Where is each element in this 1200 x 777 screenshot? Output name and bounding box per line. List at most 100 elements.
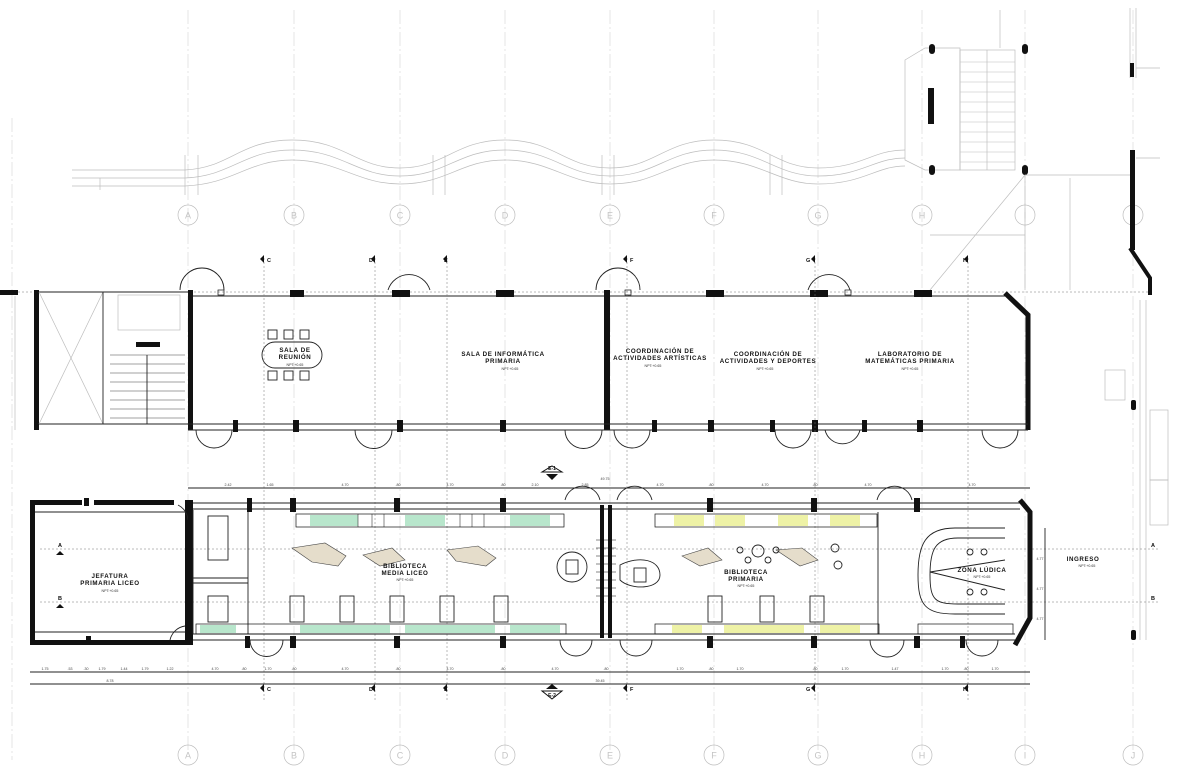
room-coord-deportes: COORDINACIÓN DE ACTIVIDADES Y DEPORTES N… xyxy=(720,350,817,371)
lower-block xyxy=(30,485,1033,658)
section-cuts-bottom: C D E F G H xyxy=(260,684,968,693)
level-marker: NPT:+0.65 xyxy=(102,589,119,593)
grid-bubble-f: F xyxy=(711,211,717,221)
room-label: ACTIVIDADES Y DEPORTES xyxy=(720,358,817,365)
dimension-text: 4.77 xyxy=(1037,617,1044,621)
dimension-text: .80 xyxy=(813,667,818,671)
room-label: JEFATURA xyxy=(92,573,129,580)
dimension-text: 1.70 xyxy=(737,667,744,671)
dimension-text: 1.44 xyxy=(121,667,128,671)
cut-label-a: A xyxy=(58,543,62,549)
room-label: ZONA LÚDICA xyxy=(958,567,1007,574)
right-context xyxy=(929,150,1169,640)
dimension-text: .80 xyxy=(604,667,609,671)
grid-bubble-a-bottom: A xyxy=(185,751,191,761)
dimension-text: 4.70 xyxy=(212,667,219,671)
room-label: PRIMARIA xyxy=(485,358,520,365)
dimension-text: 4.70 xyxy=(342,483,349,487)
grid-bubble-c: C xyxy=(397,211,404,221)
grid-bubble-j-bottom: J xyxy=(1131,751,1136,761)
cut-label-c: C xyxy=(267,258,271,264)
dimension-text: 1.70 xyxy=(942,667,949,671)
dimension-text: 4.70 xyxy=(657,483,664,487)
dimension-left-total: 8.78 xyxy=(107,679,114,683)
dimension-text: .80 xyxy=(242,667,247,671)
level-marker: NPT:+0.65 xyxy=(757,367,774,371)
room-label: PRIMARIA LICEO xyxy=(80,580,139,587)
cut-label-c-bottom: C xyxy=(267,687,271,693)
cut-label-g: G xyxy=(806,258,810,264)
elevation-label: E-1 xyxy=(548,466,556,472)
dimension-right: 4.77 4.77 4.77 xyxy=(1037,528,1046,640)
grid-bubble-b: B xyxy=(291,211,297,221)
dimension-text: .53 xyxy=(68,667,73,671)
grid-bubble-c-bottom: C xyxy=(397,751,404,761)
room-label: MEDIA LICEO xyxy=(382,570,429,577)
dimension-text: 4.77 xyxy=(1037,557,1044,561)
dimension-text: 4.70 xyxy=(865,483,872,487)
dimension-text: 1.65 xyxy=(267,483,274,487)
room-sala-informatica: SALA DE INFORMÁTICA PRIMARIA NPT:+0.65 xyxy=(461,351,544,371)
dimension-text: 2.42 xyxy=(225,483,232,487)
dimension-text: .80 xyxy=(501,667,506,671)
cut-label-h: H xyxy=(963,258,967,264)
cut-label-b-right: B xyxy=(1151,596,1155,602)
grid-bubble-d: D xyxy=(502,211,509,221)
room-label: COORDINACIÓN DE xyxy=(626,347,694,355)
room-label: BIBLIOTECA xyxy=(724,569,768,576)
dimension-text: .80 xyxy=(501,483,506,487)
elevation-marker-e2: E-2 xyxy=(540,684,564,700)
room-biblioteca-primaria: BIBLIOTECA PRIMARIA NPT:+0.65 xyxy=(724,569,768,588)
cut-label-f: F xyxy=(630,258,634,264)
dimension-text: .80 xyxy=(709,483,714,487)
dimension-total-bottom: 39.45 xyxy=(596,679,605,683)
room-biblioteca-liceo: BIBLIOTECA MEDIA LICEO NPT:+0.65 xyxy=(382,563,429,582)
dimension-text: 1.70 xyxy=(992,667,999,671)
dimension-text: .80 xyxy=(396,667,401,671)
grid-bubble-h: H xyxy=(919,211,926,221)
room-label: MATEMÁTICAS PRIMARIA xyxy=(865,358,955,365)
room-lab-matematicas: LABORATORIO DE MATEMÁTICAS PRIMARIA NPT:… xyxy=(865,351,955,371)
cut-label-a-right: A xyxy=(1151,543,1155,549)
dimension-text: .80 xyxy=(813,483,818,487)
room-label: COORDINACIÓN DE xyxy=(734,350,802,358)
round-desks xyxy=(556,543,843,588)
dimension-text: 4.70 xyxy=(447,667,454,671)
grid-bubbles-top: A B C D E F G H I J xyxy=(177,204,1144,226)
grid-bubble-a: A xyxy=(185,211,191,221)
dimension-text: .80 xyxy=(292,667,297,671)
play-zone xyxy=(917,527,1006,615)
dimension-total-top: 49.75 xyxy=(601,477,610,481)
grid-bubble-b-bottom: B xyxy=(291,751,297,761)
lounge-furniture xyxy=(291,542,819,567)
dimension-text: .30 xyxy=(84,667,89,671)
dimension-text: 4.70 xyxy=(969,483,976,487)
room-zona-ludica: ZONA LÚDICA NPT:+0.65 xyxy=(958,567,1007,579)
dimension-text: 4.70 xyxy=(762,483,769,487)
room-label: ACTIVIDADES ARTÍSTICAS xyxy=(613,354,707,362)
left-stair-block xyxy=(0,290,188,430)
level-marker: NPT:+0.65 xyxy=(1079,564,1096,568)
dimension-text: 4.70 xyxy=(552,667,559,671)
room-coord-artisticas: COORDINACIÓN DE ACTIVIDADES ARTÍSTICAS N… xyxy=(613,347,707,368)
room-label: INGRESO xyxy=(1067,556,1100,563)
dimension-text: 4.70 xyxy=(342,667,349,671)
dimension-text: 1.70 xyxy=(842,667,849,671)
dimension-text: .80 xyxy=(396,483,401,487)
room-jefatura: JEFATURA PRIMARIA LICEO NPT:+0.65 xyxy=(80,573,139,593)
dimension-text: 1.75 xyxy=(42,667,49,671)
dimension-top: 49.75 2.42 1.65 4.70 .80 4.70 .80 2.10 2… xyxy=(188,477,1030,489)
grid-bubble-e: E xyxy=(607,211,613,221)
dimension-text: 2.85 xyxy=(582,483,589,487)
dimension-text: 2.10 xyxy=(532,483,539,487)
cut-label-h-bottom: H xyxy=(963,687,967,693)
room-label: PRIMARIA xyxy=(728,576,763,583)
cut-label-f-bottom: F xyxy=(630,687,634,693)
dimension-bottom: 1.75 .53 .30 1.79 1.44 1.79 1.22 4.70 .8… xyxy=(30,667,1030,685)
room-label: LABORATORIO DE xyxy=(878,351,942,358)
dimension-text: 1.22 xyxy=(167,667,174,671)
cut-label-b: B xyxy=(58,596,62,602)
cut-label-g-bottom: G xyxy=(806,687,810,693)
grid-bubble-e-bottom: E xyxy=(607,751,613,761)
